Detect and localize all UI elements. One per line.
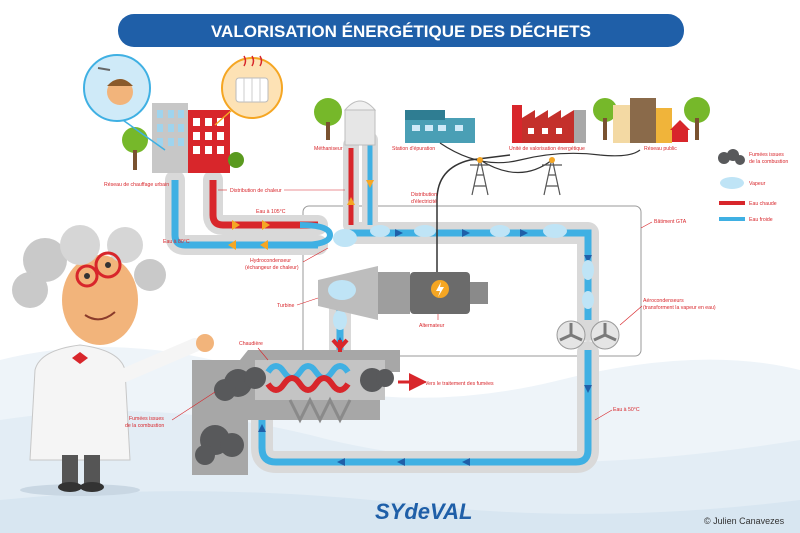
methaniser bbox=[314, 98, 377, 146]
label-hydrocondenser-2: (échangeur de chaleur) bbox=[245, 265, 299, 271]
sydeval-logo: SYdeVAL bbox=[375, 499, 472, 524]
pylon-1 bbox=[470, 157, 490, 196]
label-flue-gas-2: de la combustion bbox=[125, 423, 164, 429]
label-treatment-plant: Station d'épuration bbox=[392, 146, 435, 152]
smoke-clouds bbox=[195, 367, 394, 465]
label-water-50: Eau à 50°C bbox=[613, 407, 640, 413]
label-boiler: Chaudière bbox=[239, 341, 263, 347]
hot-water-swatch-icon bbox=[719, 201, 745, 205]
aero-condensers bbox=[556, 320, 620, 350]
legend: Fumées issues de la combustion Vapeur Ea… bbox=[718, 149, 788, 223]
cold-water-return-pipe bbox=[171, 180, 318, 249]
legend-item-cold: Eau froide bbox=[719, 217, 773, 223]
label-hydrocondenser-1: Hydrocondenseur bbox=[250, 258, 291, 264]
turbine bbox=[318, 266, 410, 320]
pylon-2 bbox=[542, 157, 562, 196]
label-heat-distribution: Distribution de chaleur bbox=[230, 188, 282, 194]
district-heating-buildings bbox=[122, 103, 244, 173]
label-public-network: Réseau public bbox=[644, 146, 677, 152]
title: VALORISATION ÉNERGÉTIQUE DES DÉCHETS bbox=[211, 22, 591, 41]
public-network-buildings bbox=[593, 97, 710, 143]
radiator-bubble bbox=[214, 55, 283, 126]
legend-item-steam: Vapeur bbox=[720, 177, 766, 189]
label-water-80: Eau à 80°C bbox=[163, 239, 190, 245]
label-turbine: Turbine bbox=[277, 303, 295, 309]
legend-steam: Vapeur bbox=[749, 181, 766, 187]
cold-water-swatch-icon bbox=[719, 217, 745, 221]
label-flue-gas-1: Fumées issues bbox=[129, 416, 164, 422]
legend-item-smoke: Fumées issues de la combustion bbox=[718, 149, 788, 165]
legend-smoke-line2: de la combustion bbox=[749, 159, 788, 165]
label-to-flue-treatment: Vers le traitement des fumées bbox=[425, 381, 494, 387]
credit: © Julien Canavezes bbox=[704, 516, 785, 526]
label-aerocondensers-1: Aérocondenseurs bbox=[643, 298, 684, 304]
label-electricity-distribution-1: Distribution bbox=[411, 192, 437, 198]
labels: Réseau de chauffage urbain Distribution … bbox=[104, 146, 716, 429]
treatment-plant bbox=[405, 110, 475, 143]
legend-hot-water: Eau chaude bbox=[749, 201, 777, 207]
scientist-character bbox=[12, 225, 214, 496]
hot-water-supply-pipe bbox=[209, 180, 318, 229]
label-electricity-distribution-2: d'électricité bbox=[411, 199, 437, 205]
steam-clouds bbox=[333, 224, 594, 330]
legend-smoke-line1: Fumées issues bbox=[749, 152, 784, 158]
label-alternator: Alternateur bbox=[419, 323, 445, 329]
label-aerocondensers-2: (transforment la vapeur en eau) bbox=[643, 305, 716, 311]
legend-cold-water: Eau froide bbox=[749, 217, 773, 223]
electricity-network bbox=[436, 142, 641, 272]
title-banner-bg bbox=[118, 14, 684, 47]
energy-recovery-plant bbox=[512, 105, 586, 143]
shower-bubble bbox=[83, 54, 166, 151]
logo-text: SYdeVAL bbox=[375, 499, 472, 524]
label-energy-recovery-unit: Unité de valorisation énergétique bbox=[509, 146, 585, 152]
label-gta-building: Bâtiment GTA bbox=[654, 219, 687, 225]
title-banner: VALORISATION ÉNERGÉTIQUE DES DÉCHETS bbox=[118, 14, 684, 47]
alternator bbox=[410, 272, 488, 314]
legend-item-hot: Eau chaude bbox=[719, 201, 777, 207]
hydrocondenser-loop bbox=[299, 222, 334, 248]
steam-swatch-icon bbox=[720, 177, 744, 189]
gta-building-outline bbox=[302, 205, 642, 357]
label-methaniser: Méthaniseur bbox=[314, 146, 343, 152]
label-water-105: Eau à 105°C bbox=[256, 209, 286, 215]
label-district-heating: Réseau de chauffage urbain bbox=[104, 182, 169, 188]
cold-water-return-boiler-pipe bbox=[258, 350, 592, 466]
